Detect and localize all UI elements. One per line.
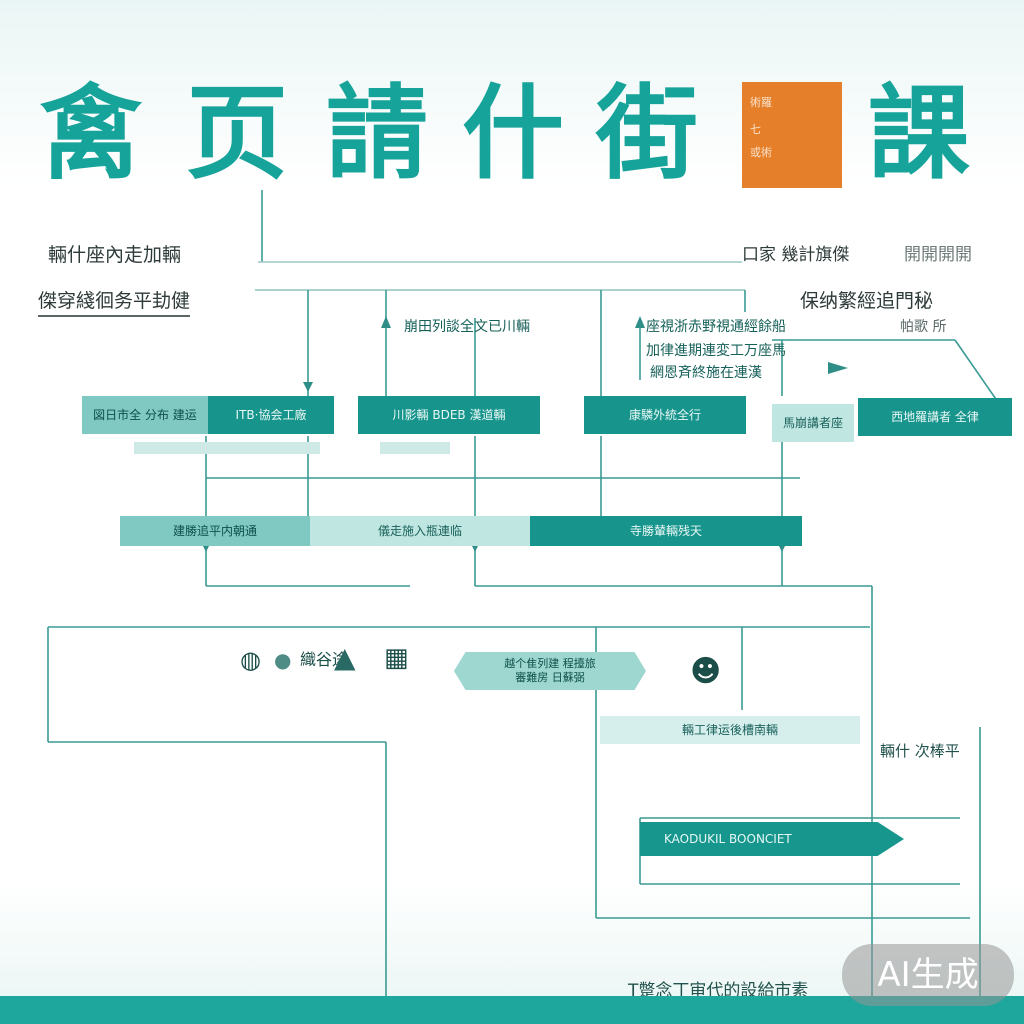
right-header-top-b: 開開開開 bbox=[904, 245, 972, 265]
bottom-band bbox=[0, 996, 1024, 1024]
title-glyph-2: 页 bbox=[186, 75, 288, 194]
node-row1-1: 図日市全 分布 建运 bbox=[82, 396, 208, 434]
node-row2-3: 寺勝輦輛残天 bbox=[530, 516, 802, 546]
title-glyph-4: 什 bbox=[462, 75, 564, 194]
node-row2-1: 建勝追平内朝通 bbox=[120, 516, 310, 546]
node-row1-2: ITB·協会工廠 bbox=[208, 396, 334, 434]
title-glyph-1: 禽 bbox=[40, 75, 142, 194]
lower-icon-text: 織谷途 bbox=[300, 650, 349, 669]
title-glyph-5: 街 bbox=[596, 75, 698, 194]
note-top-center: 崩田列談全文已川輛 bbox=[404, 319, 530, 335]
title-glyph-3: 請 bbox=[326, 75, 428, 194]
right-header-small: 帕歌 所 bbox=[900, 319, 947, 335]
pill-line-2: 審難房 日蘇弼 bbox=[515, 671, 585, 684]
orange-title-card: 術羅 七 或術 bbox=[742, 82, 842, 188]
node-row2-2: 儀走施入瓶連临 bbox=[310, 516, 530, 546]
node-shadow-2 bbox=[380, 442, 450, 454]
note-right-2: 加律進期連変工万座馬 bbox=[646, 343, 786, 359]
node-shadow-1 bbox=[134, 442, 320, 454]
right-header-mid: 保纳繁經追門秘 bbox=[800, 290, 934, 312]
globe-icon: ◍ bbox=[240, 646, 261, 674]
note-right-3: 網恩斉終施在連漢 bbox=[650, 365, 762, 381]
dot-icon: ● bbox=[274, 648, 292, 672]
node-row1-6: 西地羅講者 全律 bbox=[858, 398, 1012, 436]
arrow-node: KAODUKIL BOONCIET bbox=[640, 822, 904, 856]
right-header-top-a: 口家 幾計旗傑 bbox=[742, 245, 850, 265]
card-line-1: 術羅 bbox=[750, 96, 772, 109]
node-row1-3: 川影輛 BDEB 漢道輛 bbox=[358, 396, 540, 434]
ai-watermark: AI生成 bbox=[842, 944, 1014, 1006]
note-right-1: 座視浙赤野視通經餘船 bbox=[646, 319, 786, 335]
building-icon: ▦ bbox=[384, 643, 409, 673]
title-glyph-6: 課 bbox=[868, 75, 970, 194]
node-row1-5: 馬崩講者座 bbox=[772, 404, 854, 442]
person-icon: ☻ bbox=[690, 654, 722, 689]
left-header-top: 輛什座內走加輛 bbox=[48, 244, 182, 266]
card-line-2: 七 bbox=[750, 123, 761, 136]
left-header-bottom: 傑穿綫徊务平劸健 bbox=[38, 286, 191, 317]
lower-left-label: 輛工律运後槽南輛 bbox=[600, 716, 860, 744]
card-line-3: 或術 bbox=[750, 146, 772, 159]
node-row1-4: 康驎外統全行 bbox=[584, 396, 746, 434]
pill-node: 越个隹列建 程擡旅 審難房 日蘇弼 bbox=[454, 652, 646, 690]
triangle-icon: ▲ bbox=[334, 641, 356, 674]
pill-line-1: 越个隹列建 程擡旅 bbox=[504, 657, 596, 670]
lower-right-label: 輛什 次棒平 bbox=[880, 742, 960, 760]
